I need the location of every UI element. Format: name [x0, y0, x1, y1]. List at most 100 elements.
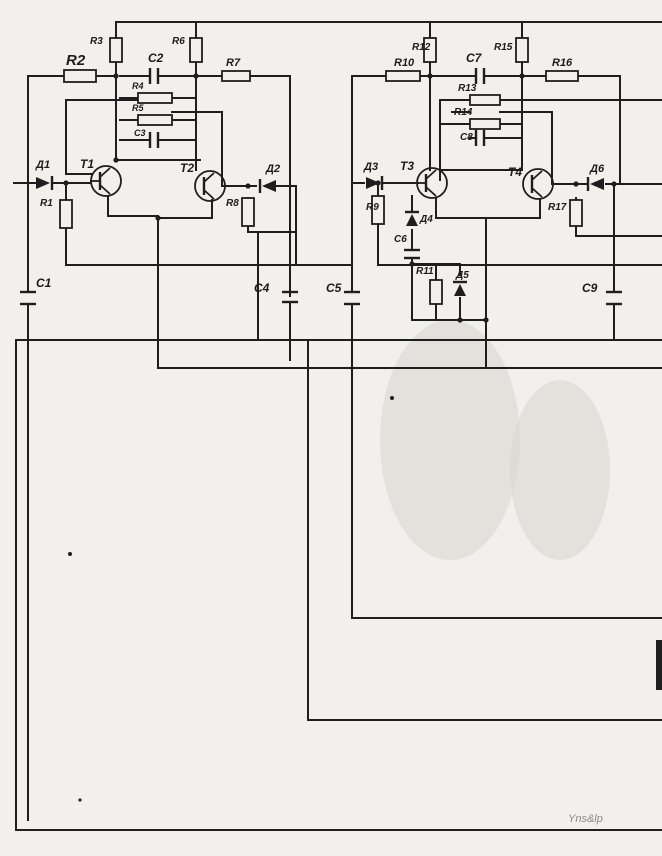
resistor-r5: [137, 114, 173, 126]
junction-dot: [113, 157, 119, 163]
capacitor-c3: [148, 132, 160, 148]
label-r10: R10: [394, 57, 415, 69]
resistor-r16: [545, 70, 579, 82]
capacitor-c5: [344, 290, 360, 306]
label-t1: T1: [80, 157, 94, 171]
junction-dot: [483, 317, 489, 323]
paper-stain: [380, 320, 520, 560]
label-r2: R2: [66, 52, 86, 69]
resistor-r10: [385, 70, 421, 82]
resistor-r11: [429, 279, 443, 305]
resistor-r7: [221, 70, 251, 82]
capacitor-c1: [20, 290, 36, 306]
junction-dot: [193, 73, 199, 79]
label-d6: Д6: [589, 163, 605, 175]
junction-dot: [155, 215, 161, 221]
label-r4: R4: [132, 81, 144, 91]
label-r16: R16: [552, 57, 573, 69]
label-c7: C7: [466, 51, 483, 65]
margin-note: Yns&lp: [568, 813, 603, 825]
resistor-r8: [241, 197, 255, 227]
label-d4: Д4: [419, 214, 433, 225]
resistor-r12: [423, 37, 437, 63]
label-r13: R13: [458, 83, 477, 94]
transistors: [90, 165, 554, 202]
resistor-r9: [371, 195, 385, 225]
label-r7: R7: [226, 57, 241, 69]
label-t4: T4: [508, 165, 522, 179]
resistors: [59, 37, 583, 305]
transistor-t4: [522, 168, 554, 200]
label-c9: C9: [582, 281, 598, 295]
diode-d2: [258, 179, 276, 193]
scan-speck: [390, 396, 394, 400]
junction-dot: [519, 73, 525, 79]
capacitor-c6: [404, 248, 420, 260]
resistor-r4: [137, 92, 173, 104]
scan-speck: [68, 552, 72, 556]
transistor-t2: [194, 170, 226, 202]
label-r5: R5: [132, 103, 144, 113]
junction-dot: [573, 181, 579, 187]
resistor-r13: [469, 94, 501, 106]
transistor-t3: [416, 167, 448, 199]
label-c5: C5: [326, 281, 342, 295]
capacitors: [20, 68, 622, 306]
paper-stain: [510, 380, 610, 560]
label-c4: C4: [254, 281, 270, 295]
resistor-r17: [569, 199, 583, 227]
label-r17: R17: [548, 202, 567, 213]
label-c3: C3: [134, 128, 146, 138]
label-d1: Д1: [35, 159, 50, 171]
wires-right-stage: [351, 21, 662, 369]
label-d5: Д5: [455, 270, 469, 281]
capacitor-c7: [474, 68, 486, 84]
scan-speck: [78, 798, 82, 802]
diode-d5: [453, 280, 467, 296]
resistor-r2: [63, 69, 97, 83]
label-t3: T3: [400, 159, 414, 173]
label-r8: R8: [226, 198, 239, 209]
resistor-r3: [109, 37, 123, 63]
label-r15: R15: [494, 42, 513, 53]
label-d3: Д3: [363, 161, 378, 173]
diode-d4: [405, 210, 419, 226]
junction-dot: [409, 261, 415, 267]
transistor-t1: [90, 165, 122, 197]
junction-dot: [113, 73, 119, 79]
resistor-r1: [59, 199, 73, 229]
junction-dots: [63, 73, 617, 323]
diodes: [36, 176, 604, 296]
label-r14: R14: [454, 107, 473, 118]
label-t2: T2: [180, 161, 194, 175]
edge-tab: [656, 640, 662, 690]
resistor-r6: [189, 37, 203, 63]
label-r11: R11: [416, 266, 434, 277]
resistor-r15: [515, 37, 529, 63]
label-r1: R1: [40, 198, 53, 209]
diode-d3: [366, 176, 384, 190]
junction-dot: [63, 180, 69, 186]
label-r12: R12: [412, 42, 431, 53]
label-r3: R3: [90, 36, 103, 47]
component-labels: R3 R6 R2 C2 R4 R5 C3 R7 Д1 T1 R1 T2 Д2 R…: [35, 36, 605, 295]
label-r9: R9: [366, 202, 379, 213]
label-c6: C6: [394, 234, 407, 245]
resistor-r14: [469, 118, 501, 130]
wires-left-stage: [13, 21, 662, 831]
label-c8: C8: [460, 132, 473, 143]
junction-dot: [611, 181, 617, 187]
label-c1: C1: [36, 276, 52, 290]
capacitor-c2: [148, 68, 160, 84]
label-r6: R6: [172, 36, 185, 47]
capacitor-c8: [474, 130, 486, 146]
diode-d1: [36, 176, 54, 190]
capacitor-c9: [606, 290, 622, 306]
capacitor-c4: [282, 290, 298, 304]
junction-dot: [427, 73, 433, 79]
label-d2: Д2: [265, 163, 280, 175]
junction-dot: [245, 183, 251, 189]
diode-d6: [586, 177, 604, 191]
